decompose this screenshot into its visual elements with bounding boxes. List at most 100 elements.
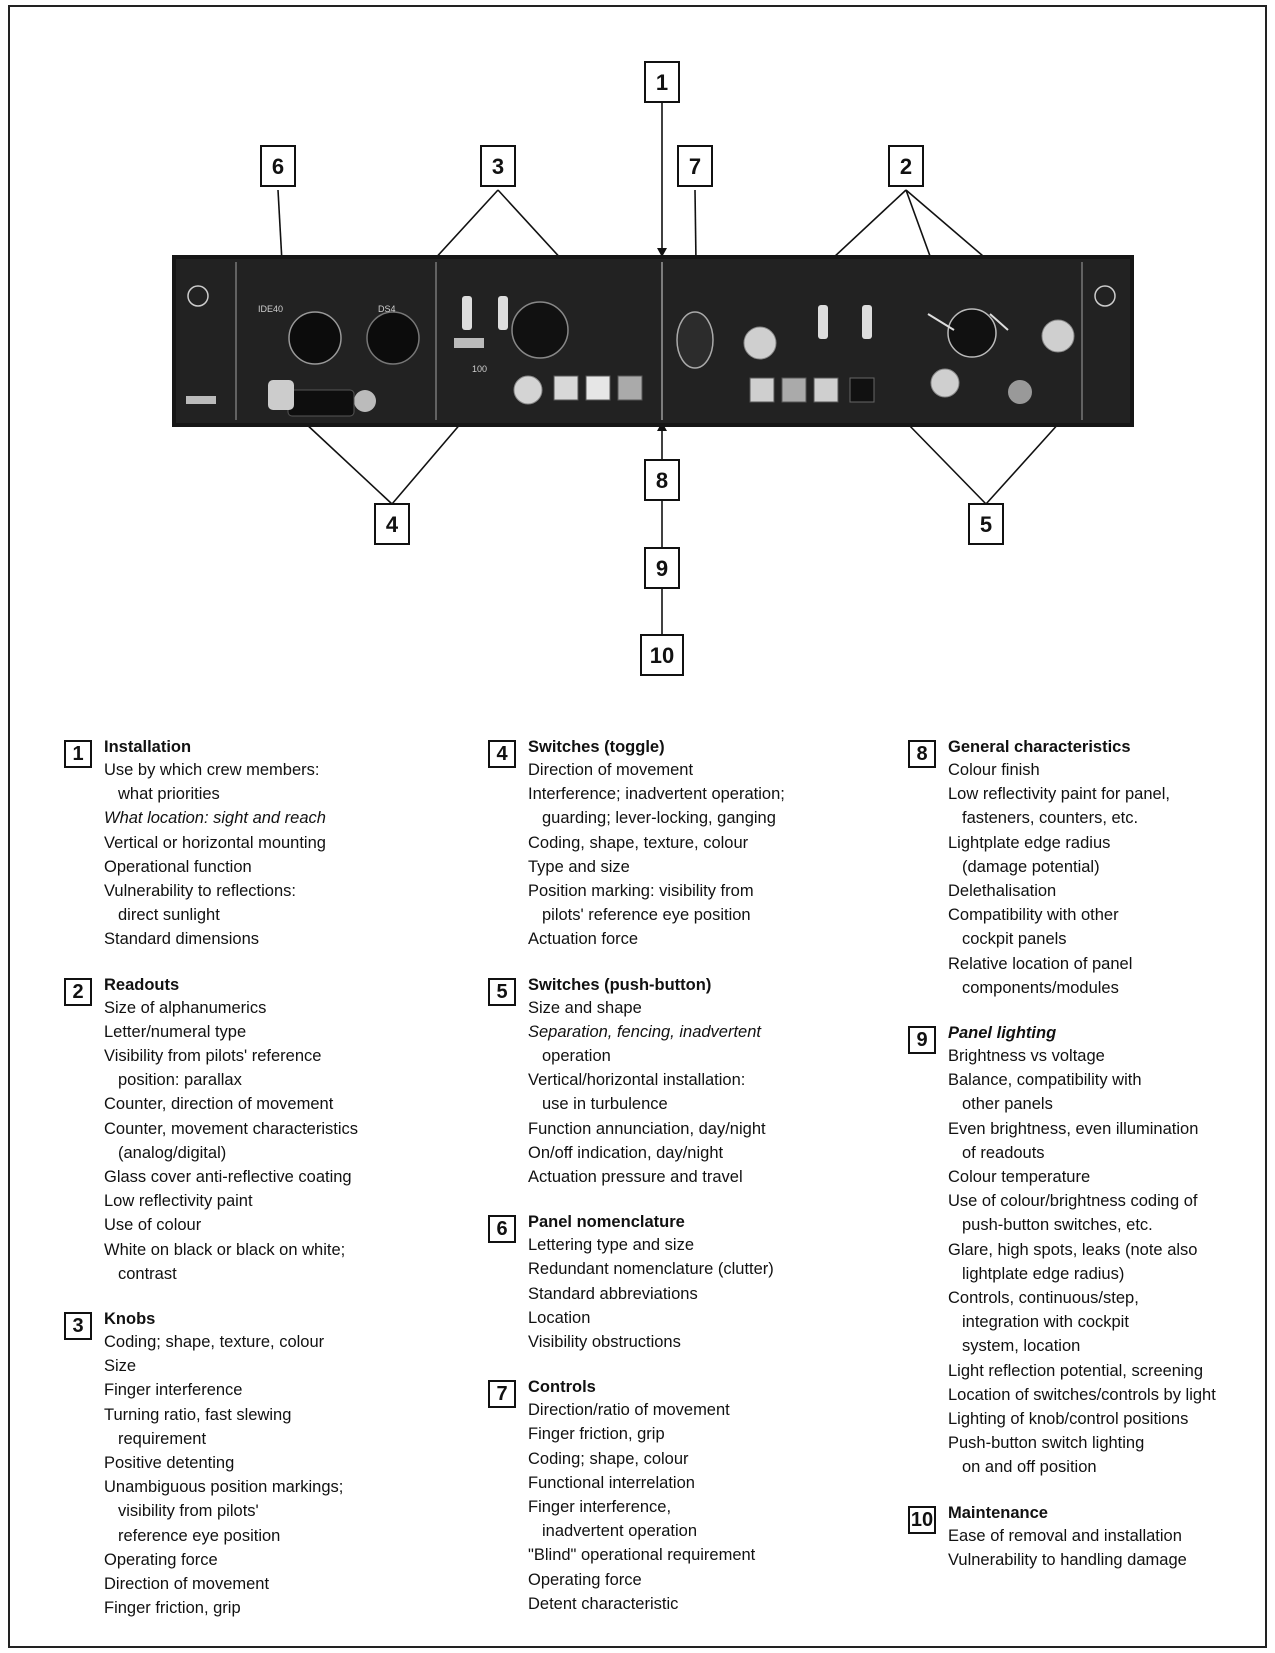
legend-line: Visibility obstructions — [528, 1333, 681, 1352]
legend-line: Visibility from pilots' reference — [104, 1047, 322, 1066]
panel-label-ide40: IDE40 — [258, 304, 283, 314]
legend-number-box: 1 — [64, 740, 92, 768]
legend-line: On/off indication, day/night — [528, 1143, 724, 1162]
legend-item-title: Readouts — [104, 975, 180, 994]
legend-line: Location — [528, 1308, 591, 1327]
legend-line: White on black or black on white; — [104, 1240, 346, 1259]
legend-line: Redundant nomenclature (clutter) — [528, 1260, 774, 1279]
instrument-panel: IDE40 DS4 100 — [172, 255, 1134, 427]
legend-line: Type and size — [528, 857, 630, 876]
legend-item-title: Installation — [104, 738, 192, 756]
legend-line: Finger interference, — [528, 1498, 672, 1517]
legend-line: Lightplate edge radius — [948, 833, 1111, 852]
legend-line: Ease of removal and installation — [948, 1526, 1182, 1545]
legend-line: Position marking: visibility from — [528, 882, 754, 901]
legend-number-box: 2 — [64, 977, 92, 1006]
legend-line: on and off position — [962, 1458, 1097, 1477]
legend-number-box: 3 — [64, 1312, 92, 1341]
legend-line: Finger interference — [104, 1381, 243, 1400]
legend-line: Coding, shape, texture, colour — [528, 833, 749, 852]
callout-10: 10 — [640, 634, 684, 676]
legend-item-lines: Use by which crew members: what prioritie… — [104, 758, 358, 952]
legend-line: Turning ratio, fast slewing — [104, 1405, 292, 1424]
legend-line: Size — [104, 1357, 137, 1376]
legend-number-box: 4 — [488, 740, 516, 768]
legend-line: Letter/numeral type — [104, 1022, 247, 1041]
legend-line: Operational function — [104, 857, 252, 876]
legend-line: Use by which crew members: — [104, 761, 320, 779]
legend-line: reference eye position — [118, 1526, 281, 1545]
legend-line: (damage potential) — [962, 857, 1100, 876]
callout-7: 7 — [677, 145, 713, 187]
callout-1: 1 — [644, 61, 680, 103]
legend-number-box: 10 — [908, 1505, 936, 1534]
legend-line: Lighting of knob/control positions — [948, 1410, 1189, 1429]
legend-line: lightplate edge radius) — [962, 1264, 1125, 1283]
legend-line: Push-button switch lighting — [948, 1434, 1145, 1453]
legend-line: direct sunlight — [118, 906, 220, 925]
legend-line: "Blind" operational requirement — [528, 1546, 756, 1565]
legend-item-title: Maintenance — [948, 1503, 1048, 1522]
legend-line: Finger friction, grip — [528, 1425, 665, 1444]
legend-line: (analog/digital) — [118, 1143, 227, 1162]
svg-text:4: 4 — [386, 512, 399, 537]
legend-number-box: 9 — [908, 1026, 936, 1055]
callout-2: 2 — [888, 145, 924, 187]
legend-line: position: parallax — [118, 1071, 242, 1090]
callout-5: 5 — [968, 503, 1004, 545]
callout-9: 9 — [644, 547, 680, 589]
legend-line: Compatibility with other — [948, 906, 1119, 925]
legend-line: Light reflection potential, screening — [948, 1361, 1203, 1380]
legend-line: what priorities — [118, 785, 220, 804]
svg-text:1: 1 — [656, 70, 668, 95]
callout-8: 8 — [644, 459, 680, 501]
legend-line: Vertical/horizontal installation: — [528, 1071, 746, 1090]
legend-line: What location: sight and reach — [104, 809, 326, 828]
legend-line: system, location — [962, 1337, 1081, 1356]
legend-line: Operating force — [104, 1550, 218, 1569]
legend-line: Coding; shape, colour — [528, 1449, 689, 1468]
svg-text:10: 10 — [650, 643, 674, 668]
legend-line: inadvertent operation — [542, 1522, 698, 1541]
legend-line: Actuation pressure and travel — [528, 1168, 743, 1187]
legend-line: Functional interrelation — [528, 1473, 695, 1492]
legend-line: push-button switches, etc. — [962, 1216, 1153, 1235]
svg-text:8: 8 — [656, 468, 668, 493]
legend-line: Counter, direction of movement — [104, 1095, 334, 1114]
legend-line: Operating force — [528, 1570, 642, 1589]
legend-line: Size of alphanumerics — [104, 998, 267, 1017]
legend-line: Glare, high spots, leaks (note also — [948, 1240, 1198, 1259]
legend-number-box: 5 — [488, 977, 516, 1006]
legend-line: cockpit panels — [962, 930, 1067, 949]
legend-line: Positive detenting — [104, 1454, 235, 1473]
svg-text:9: 9 — [656, 556, 668, 581]
legend-line: Size and shape — [528, 998, 642, 1017]
legend-line: Separation, fencing, inadvertent — [528, 1022, 761, 1041]
legend-line: Direction of movement — [528, 761, 694, 779]
legend-line: Function annunciation, day/night — [528, 1119, 766, 1138]
legend-line: Even brightness, even illumination — [948, 1119, 1199, 1138]
legend-line: Interference; inadvertent operation; — [528, 785, 785, 804]
legend-line: integration with cockpit — [962, 1313, 1129, 1332]
callout-4: 4 — [374, 503, 410, 545]
legend-line: Standard dimensions — [104, 930, 260, 949]
svg-text:5: 5 — [980, 512, 992, 537]
legend-line: Glass cover anti-reflective coating — [104, 1168, 352, 1187]
legend-line: Vulnerability to reflections: — [104, 882, 296, 901]
